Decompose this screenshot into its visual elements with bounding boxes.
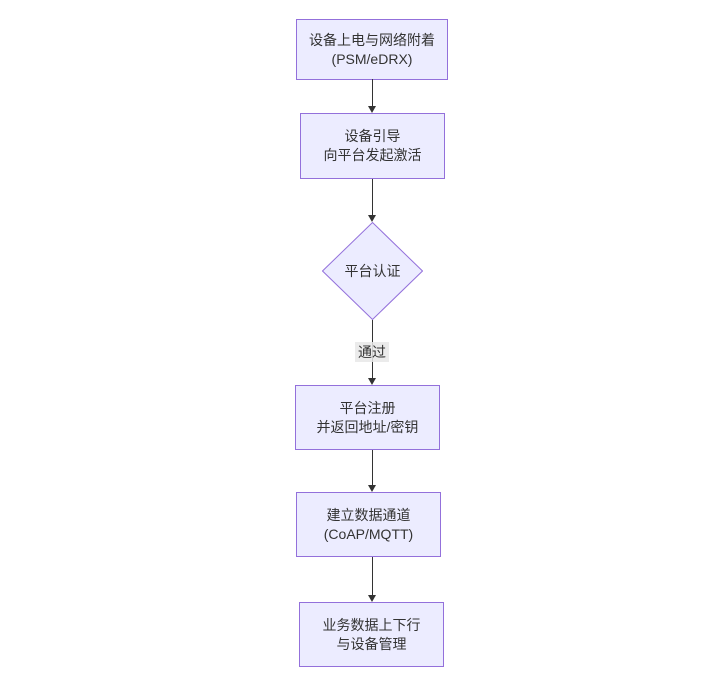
arrowhead-icon	[368, 106, 376, 113]
connector-line	[372, 79, 373, 107]
arrowhead-icon	[368, 485, 376, 492]
node-text-line: 设备上电与网络附着	[309, 31, 435, 48]
node-text-line: 向平台发起激活	[323, 147, 422, 163]
node-text-line: 平台注册	[339, 399, 396, 416]
connector-line	[372, 557, 373, 596]
connector-line	[372, 450, 373, 486]
decision-diamond-shape	[322, 222, 423, 320]
node-text-line: 设备引导	[344, 128, 401, 144]
node-text-line: 并返回地址/密钥	[316, 418, 419, 435]
node-text-line: 业务数据上下行	[322, 616, 421, 633]
node-text-line: (PSM/eDRX)	[331, 50, 413, 67]
flow-node-power-network-attach: 设备上电与网络附着 (PSM/eDRX)	[296, 19, 448, 80]
node-text-line: 与设备管理	[336, 635, 407, 652]
arrowhead-icon	[368, 378, 376, 385]
arrowhead-icon	[368, 215, 376, 222]
node-text-line: 建立数据通道	[326, 506, 411, 523]
connector-line	[372, 179, 373, 216]
arrowhead-icon	[368, 595, 376, 602]
flow-node-platform-register: 平台注册 并返回地址/密钥	[295, 385, 440, 450]
flow-node-data-channel: 建立数据通道 (CoAP/MQTT)	[296, 492, 441, 557]
decision-platform-auth: 平台认证	[344, 263, 401, 279]
flow-node-device-bootstrap: 设备引导 向平台发起激活	[300, 113, 445, 179]
node-text-line: (CoAP/MQTT)	[323, 525, 414, 542]
edge-label-pass: 通过	[355, 342, 389, 362]
flow-node-business-data: 业务数据上下行 与设备管理	[299, 602, 444, 667]
